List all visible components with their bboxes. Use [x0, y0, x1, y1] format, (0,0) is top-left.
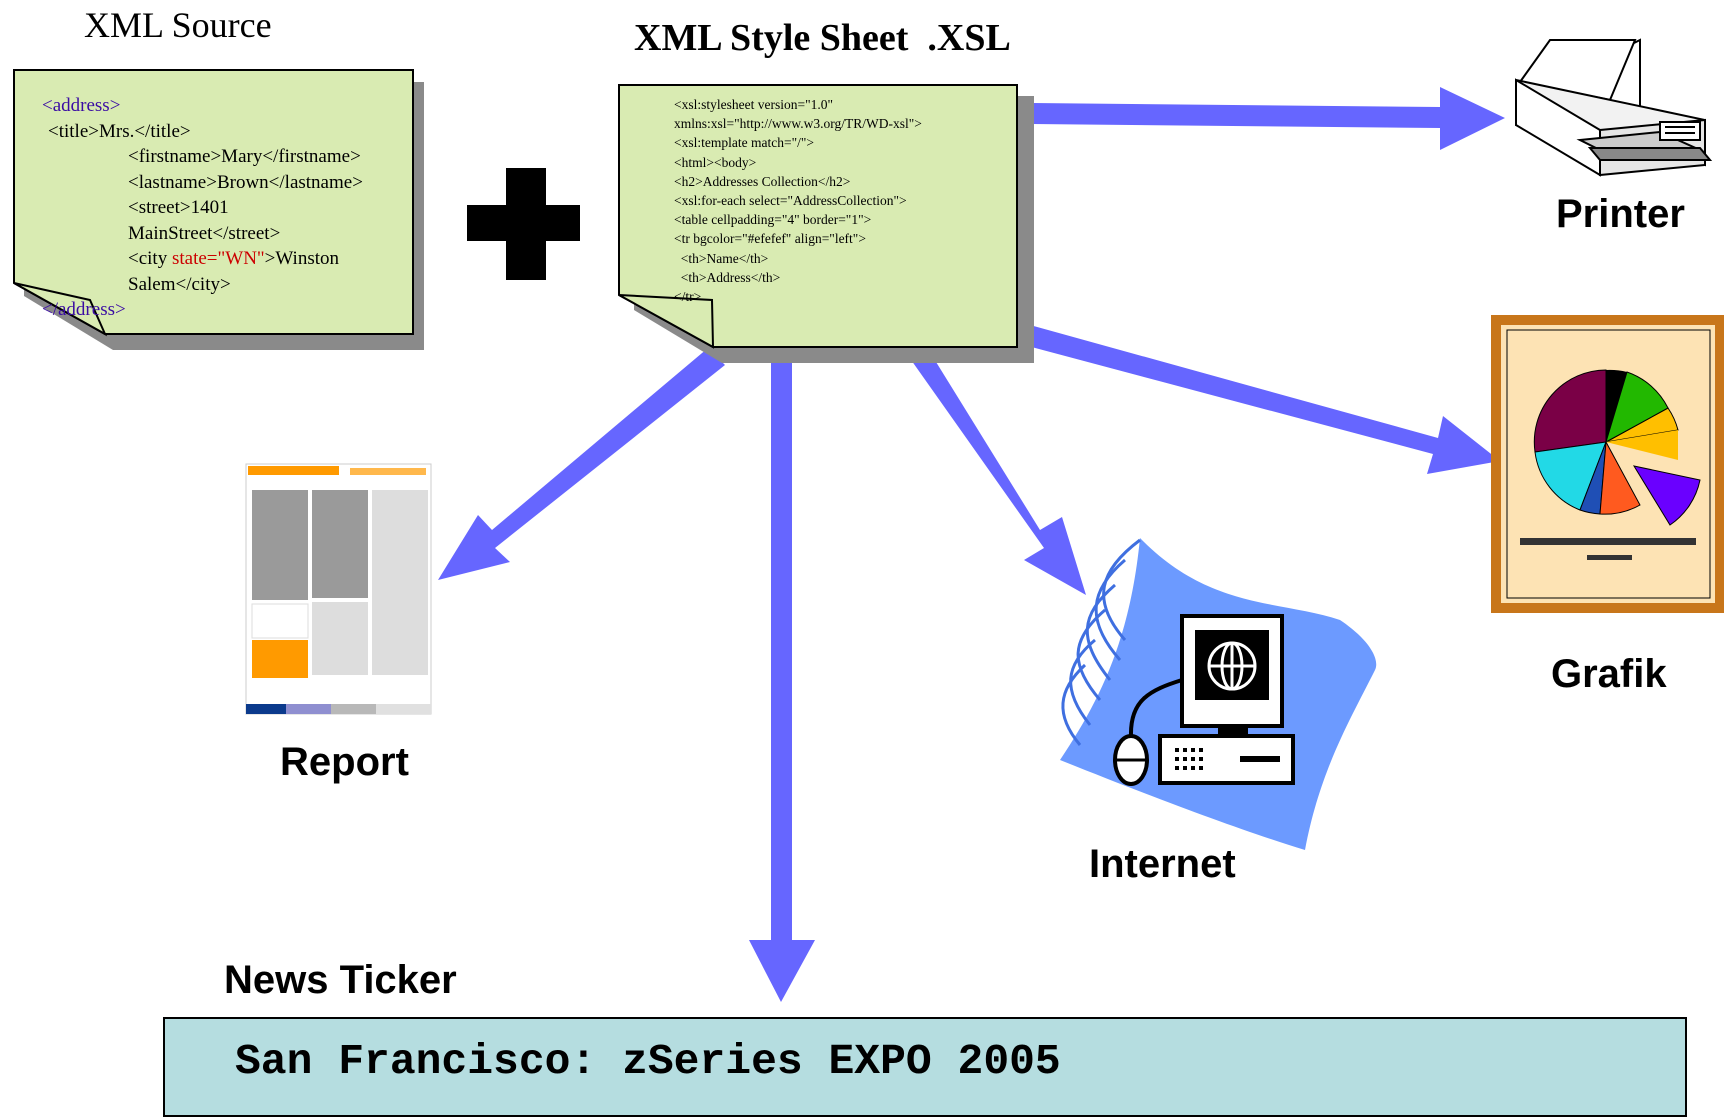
xml-source-note [13, 69, 424, 350]
news-ticker-text: San Francisco: zSeries EXPO 2005 [235, 1037, 1061, 1086]
code-line: <th>Address</th> [674, 269, 781, 285]
code-line: <html><body> [674, 154, 757, 170]
code-line: <xsl:template match="/"> [674, 135, 814, 151]
arrow-to-report [438, 348, 725, 580]
code-line: MainStreet</street> [128, 222, 281, 244]
code-line: xmlns:xsl="http://www.w3.org/TR/WD-xsl"> [674, 116, 922, 132]
printer-icon [1515, 38, 1713, 177]
code-line: </tr> [674, 289, 702, 305]
arrow-to-internet [897, 328, 1086, 595]
code-attribute: state="WN" [171, 248, 265, 269]
code-line: <city state="WN">Winston [40, 246, 363, 272]
xml-source-code: <address> <title>Mrs.</title> <firstname… [40, 93, 363, 323]
xsl-title: XML Style Sheet .XSL [634, 17, 1011, 59]
code-line: <firstname>Mary</firstname> [128, 146, 361, 167]
code-line: <address> [42, 95, 121, 116]
code-token: <city [128, 248, 172, 269]
code-line: </address> [42, 299, 126, 320]
arrow-to-grafik [1024, 325, 1500, 474]
code-line: <table cellpadding="4" border="1"> [674, 212, 872, 228]
code-line: <street>1401 [128, 197, 229, 218]
news-ticker-label: News Ticker [224, 958, 457, 1002]
code-line: <xsl:stylesheet version="1.0" [674, 97, 833, 112]
code-line: <lastname>Brown</lastname> [128, 171, 363, 193]
news-ticker-bar: San Francisco: zSeries EXPO 2005 [163, 1017, 1687, 1117]
xsl-code: <xsl:stylesheet version="1.0" xmlns:xsl=… [674, 95, 922, 306]
grafik-label: Grafik [1551, 652, 1667, 696]
code-line: <title>Mrs.</title> [48, 120, 191, 142]
xml-source-title: XML Source [84, 5, 272, 45]
computer-globe-icon [1060, 538, 1377, 850]
printer-label: Printer [1556, 192, 1685, 236]
code-line: <h2>Addresses Collection</h2> [674, 173, 851, 189]
code-line: <xsl:for-each select="AddressCollection"… [674, 193, 907, 209]
arrow-to-printer [1032, 87, 1505, 150]
pie-chart-icon [1491, 315, 1724, 613]
plus-icon [467, 168, 580, 280]
code-line: <th>Name</th> [674, 250, 769, 266]
report-document-icon [245, 463, 432, 715]
xsl-note [618, 84, 1034, 363]
code-token: >Winston [264, 248, 340, 269]
arrow-to-news-ticker [749, 360, 815, 1002]
internet-label: Internet [1089, 842, 1236, 886]
code-line: <tr bgcolor="#efefef" align="left"> [674, 231, 866, 247]
report-label: Report [280, 740, 409, 784]
code-line: Salem</city> [128, 273, 231, 295]
